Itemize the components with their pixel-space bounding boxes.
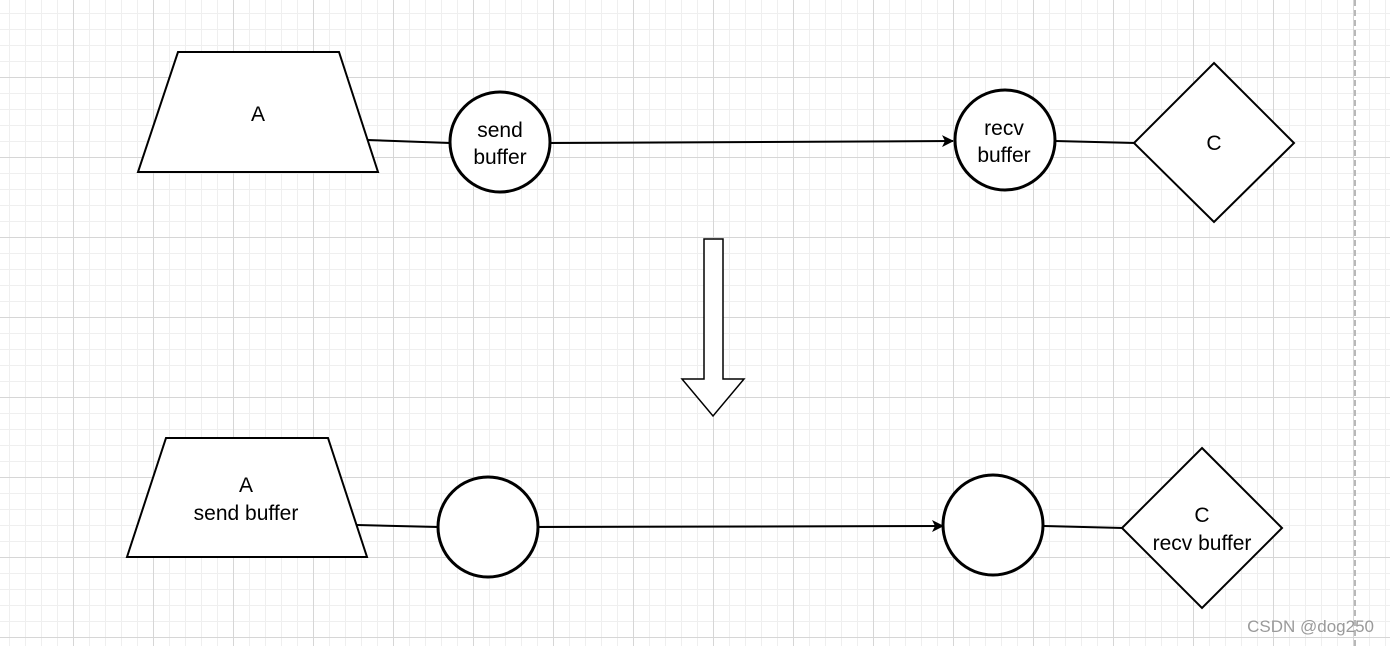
arrow-circle-to-circle[interactable] <box>537 520 944 533</box>
connector-a-to-circle[interactable] <box>356 524 439 528</box>
node-c-label-line1: C <box>1194 504 1209 527</box>
connector-a-to-send-buffer[interactable] <box>367 139 451 144</box>
connector-circle-to-c[interactable] <box>1043 525 1124 529</box>
node-recv-buffer-circle[interactable]: recv buffer <box>953 88 1057 192</box>
node-a-trapezoid[interactable]: A <box>136 51 380 173</box>
node-a-send-buffer-trapezoid[interactable]: A send buffer <box>125 437 369 558</box>
watermark-text: CSDN @dog250 <box>1247 617 1374 636</box>
node-c-recv-buffer-diamond[interactable]: C recv buffer <box>1120 446 1284 610</box>
bottom-flow: A send buffer C recv buffer <box>125 437 1284 610</box>
diamond-shape <box>1120 446 1284 610</box>
recv-buffer-label-line1: recv <box>984 117 1024 140</box>
node-c-label: C <box>1206 132 1221 155</box>
diamond-shape <box>1132 61 1296 224</box>
recv-buffer-label-line2: buffer <box>977 144 1030 167</box>
node-a-label-line1: A <box>239 474 253 497</box>
arrow-send-to-recv-buffer[interactable] <box>549 135 954 148</box>
empty-circle-node-right[interactable] <box>941 473 1045 577</box>
circle-shape <box>448 90 552 194</box>
top-flow: A send buffer recv buffer C <box>136 51 1296 224</box>
page-boundary-line <box>1354 0 1356 646</box>
trapezoid-shape <box>125 437 369 558</box>
down-transition-arrow[interactable] <box>680 238 746 418</box>
send-buffer-label-line2: buffer <box>473 146 526 169</box>
node-c-diamond[interactable]: C <box>1132 61 1296 224</box>
send-buffer-label-line1: send <box>477 119 523 142</box>
node-a-label-line2: send buffer <box>194 502 299 525</box>
node-c-label-line2: recv buffer <box>1153 532 1252 555</box>
node-send-buffer-circle[interactable]: send buffer <box>448 90 552 194</box>
circle-shape <box>953 88 1057 192</box>
node-a-label: A <box>251 103 265 126</box>
trapezoid-shape <box>136 51 380 173</box>
empty-circle-node-left[interactable] <box>436 475 540 579</box>
connector-recv-buffer-to-c[interactable] <box>1054 140 1136 144</box>
